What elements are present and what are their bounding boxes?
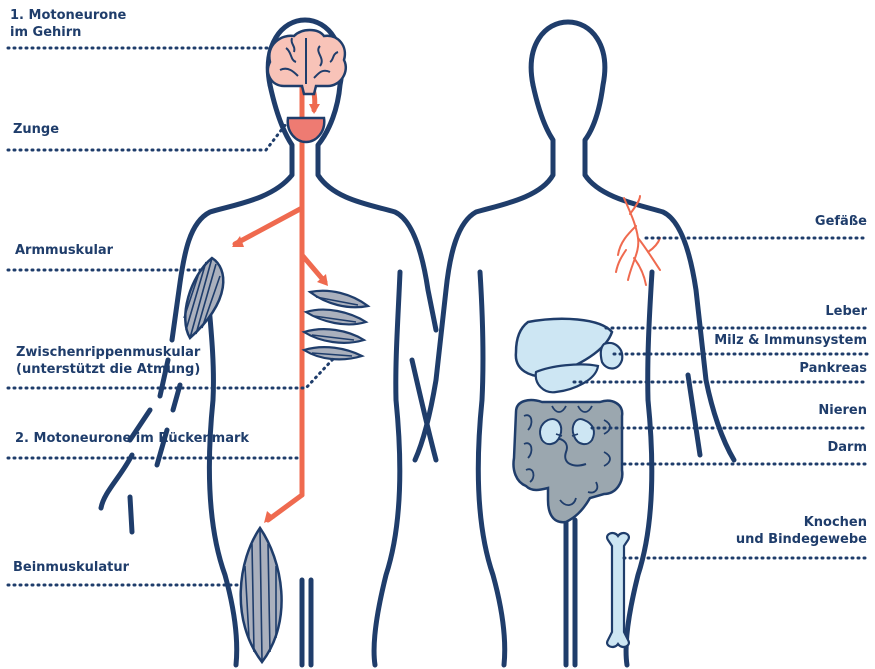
label-intercostal: Zwischenrippenmuskular (unterstützt die … — [16, 344, 200, 378]
pancreas-icon — [536, 364, 598, 392]
label-vessels: Gefäße — [815, 213, 867, 230]
label-arm: Armmuskular — [15, 242, 113, 259]
label-bone: Knochen und Bindegewebe — [736, 514, 867, 548]
intestine-icon — [514, 400, 623, 522]
leg-muscle-icon — [241, 528, 282, 662]
label-pancreas: Pankreas — [799, 360, 867, 377]
spleen-icon — [601, 343, 623, 369]
leader-lines-right — [574, 238, 867, 558]
label-intercostal-line1: Zwischenrippenmuskular — [16, 344, 200, 361]
brain-icon — [268, 30, 346, 94]
label-motor2: 2. Motoneurone im Rückenmark — [15, 430, 249, 447]
label-kidneys: Nieren — [818, 402, 867, 419]
label-leg: Beinmuskulatur — [13, 559, 129, 576]
label-gut: Darm — [827, 439, 867, 456]
label-bone-line2: und Bindegewebe — [736, 531, 867, 548]
label-motor1: 1. Motoneurone im Gehirn — [10, 7, 126, 41]
label-motor1-line1: 1. Motoneurone — [10, 7, 126, 24]
intercostal-muscle-icon — [304, 291, 368, 360]
label-liver: Leber — [825, 303, 867, 320]
label-bone-line1: Knochen — [736, 514, 867, 531]
label-intercostal-line2: (unterstützt die Atmung) — [16, 361, 200, 378]
tongue-icon — [288, 118, 325, 142]
label-spleen: Milz & Immunsystem — [714, 332, 867, 349]
label-motor1-line2: im Gehirn — [10, 24, 126, 41]
label-tongue: Zunge — [13, 121, 59, 138]
